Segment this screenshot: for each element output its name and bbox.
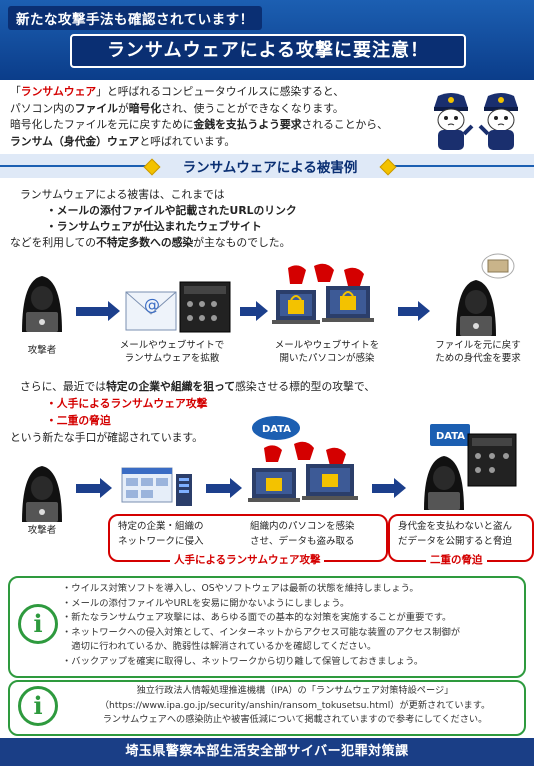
arrow-right-icon <box>100 478 112 498</box>
attacker-label: 攻撃者 <box>27 525 57 536</box>
damage-summary: などを利用しての不特定多数への感染が主なものでした。 <box>10 236 291 249</box>
damage-intro: ランサムウェアによる被害は、これまでは <box>20 188 225 201</box>
box1a-text: 特定の企業・組織のネットワークに侵入 <box>118 521 204 547</box>
arrow-right-icon <box>230 478 242 498</box>
svg-text:@: @ <box>144 295 160 314</box>
advice-item: ・メールの添付ファイルやURLを安易に開かないようにしましょう。 <box>62 597 350 609</box>
arrow-right-icon <box>398 307 420 316</box>
page-title: ランサムウェアによる攻撃に要注意！ <box>70 34 466 68</box>
arrow-right-icon <box>76 484 102 493</box>
infected-pc-icon <box>272 263 374 324</box>
ransom-demand-icon <box>456 253 515 336</box>
flow1-step3-caption: ファイルを元に戻すための身代金を要求 <box>435 340 521 364</box>
info-icon: i <box>18 686 58 726</box>
intro-paragraph: 「ランサムウェア」と呼ばれるコンピュータウイルスに感染すると、 パソコン内のファ… <box>10 85 388 148</box>
attacker-label: 攻撃者 <box>27 345 57 356</box>
email-malware-icon: @ <box>125 281 231 333</box>
double-extortion-label: 二重の脅迫 <box>426 552 487 567</box>
ipa-url-link[interactable]: （https://www.ipa.go.jp/security/anshin/r… <box>99 699 491 711</box>
data-theft-icon: DATA <box>248 416 358 502</box>
info-icon: i <box>18 604 58 644</box>
targeted-summary: という新たな手口が確認されています。 <box>10 431 203 444</box>
human-operated-attack-label: 人手によるランサムウェア攻撃 <box>170 552 325 567</box>
targeted-bullet: ・人手によるランサムウェア攻撃 <box>46 397 208 410</box>
header-tagline: 新たな攻撃手法も確認されています！ <box>8 6 262 30</box>
damage-bullet: ・メールの添付ファイルや記載されたURLのリンク <box>46 204 297 217</box>
police-mascot-icon <box>478 93 518 150</box>
svg-text:DATA: DATA <box>436 431 465 442</box>
damage-bullet: ・ランサムウェアが仕込まれたウェブサイト <box>46 220 262 233</box>
box1b-text: 組織内のパソコンを感染させ、データも盗み取る <box>250 521 355 547</box>
advice-box <box>8 576 526 678</box>
corporate-network-icon <box>121 467 192 506</box>
footer-department: 埼玉県警察本部生活安全部サイバー犯罪対策課 <box>0 738 534 766</box>
flow1-step2-caption: メールやウェブサイトを開いたパソコンが感染 <box>274 340 380 364</box>
section-title: ランサムウェアによる被害例 <box>150 156 390 176</box>
police-mascot-icon <box>434 93 474 150</box>
arrow-right-icon <box>240 307 258 316</box>
advice-item: ・新たなランサムウェア攻撃には、あらゆる面での基本的な対策を実施することが重要で… <box>62 612 452 623</box>
arrow-right-icon <box>372 484 396 493</box>
leak-threat-icon: DATA <box>424 424 517 510</box>
advice-item: ・バックアップを確実に取得し、ネットワークから切り離して保管しておきましょう。 <box>62 655 424 667</box>
arrow-right-icon <box>256 301 268 321</box>
arrow-right-icon <box>108 301 120 321</box>
arrow-right-icon <box>418 301 430 321</box>
advice-item: ・ウイルス対策ソフトを導入し、OSやソフトウェアは最新の状態を維持しましょう。 <box>62 583 419 594</box>
hacker-icon <box>22 466 62 522</box>
advice-item: ・ネットワークへの侵入対策として、インターネットからアクセス可能な装置のアクセス… <box>62 626 461 638</box>
flow1-step1-caption: メールやウェブサイトでランサムウェアを拡散 <box>119 340 225 364</box>
targeted-bullet: ・二重の脅迫 <box>46 414 111 427</box>
targeted-intro: さらに、最近では特定の企業や組織を狙って感染させる標的型の攻撃で、 <box>20 380 376 393</box>
ipa-box <box>8 680 526 736</box>
advice-item: 適切に行われているか、脆弱性は解消されているかを確認してください。 <box>62 641 377 652</box>
arrow-right-icon <box>394 478 406 498</box>
arrow-right-icon <box>76 307 110 316</box>
arrow-right-icon <box>206 484 232 493</box>
hacker-icon <box>22 276 62 332</box>
ipa-notice: 独立行政法人情報処理推進機構（IPA）の「ランサムウェア対策特設ページ」 （ht… <box>70 684 520 728</box>
human-operated-attack-box: 特定の企業・組織のネットワークに侵入 組織内のパソコンを感染させ、データも盗み取… <box>108 514 388 562</box>
advice-list: ・ウイルス対策ソフトを導入し、OSやソフトウェアは最新の状態を維持しましょう。 … <box>62 582 522 669</box>
svg-text:DATA: DATA <box>262 424 291 435</box>
